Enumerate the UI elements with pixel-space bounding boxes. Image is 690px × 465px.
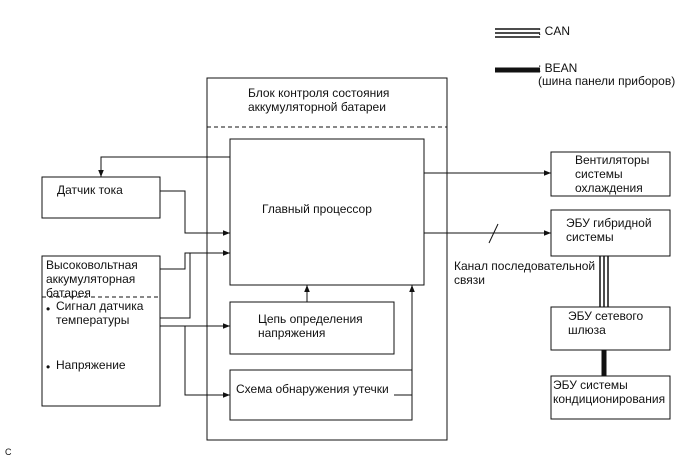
battery-to-processor-line [160, 250, 230, 270]
voltage-bullet: • [46, 360, 51, 374]
serial-link-label: Канал последовательной связи [454, 259, 596, 287]
legend-bean-note: (шина панели приборов) [538, 74, 676, 88]
corner-mark: C [5, 447, 12, 457]
current-sensor-label: Датчик тока [57, 183, 123, 197]
sensor-to-processor-line [160, 190, 230, 236]
battery-monitor-unit-box [206, 77, 448, 441]
main-unit-title: Блок контроля состояния аккумуляторной б… [248, 86, 390, 114]
gateway-ecu-box [550, 306, 671, 351]
ac-ecu-label: ЭБУ системы кондиционирования [553, 378, 666, 406]
hv-battery-box [41, 255, 161, 407]
main-processor-label: Главный процессор [262, 202, 372, 216]
cooling-fans-box [550, 151, 671, 197]
cooling-fans-label: Вентиляторы системы охлаждения [575, 153, 650, 195]
legend-bean-label: : BEAN [538, 61, 578, 75]
voltage-detect-box [229, 301, 395, 355]
hybrid-ecu-label: ЭБУ гибридной системы [566, 216, 652, 244]
temp-signal-label: Сигнал датчика температуры [56, 299, 144, 327]
to-leak-detect-line [184, 326, 230, 398]
temp-bullet: • [46, 302, 51, 316]
voltage-label: Напряжение [56, 358, 126, 372]
main-processor-box [229, 138, 425, 286]
leak-to-processor-line [394, 285, 415, 396]
ac-ecu-box [550, 375, 671, 420]
processor-to-sensor-line [98, 156, 230, 177]
leak-detect-label: Схема обнаружения утечки [236, 382, 389, 396]
voltage-detect-label: Цепь определения напряжения [258, 312, 363, 340]
gateway-ecu-label: ЭБУ сетевого шлюза [568, 309, 644, 337]
hv-battery-label: Высоковольтная аккумуляторная батарея [46, 258, 138, 300]
legend-can-label: : CAN [538, 24, 571, 38]
serial-link-pointer [488, 223, 499, 244]
temp-to-processor-line [160, 253, 191, 319]
